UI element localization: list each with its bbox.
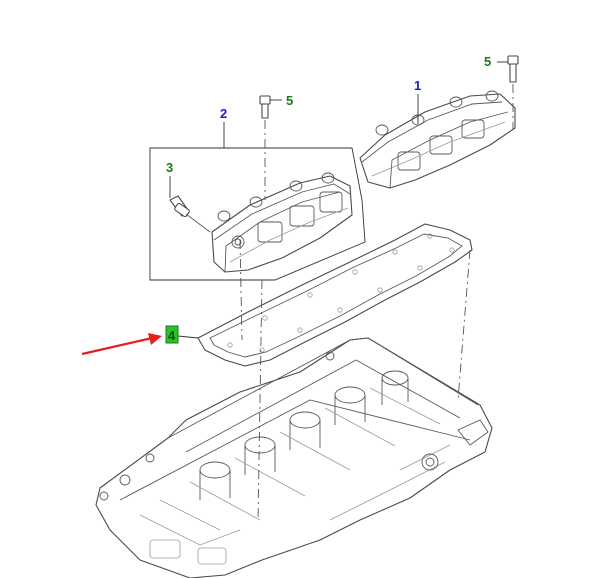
gasket [197, 223, 473, 367]
callout-1: 1 [414, 78, 421, 93]
camshaft-carrier-left-assembly [149, 147, 366, 281]
callout-5-upper-right: 5 [484, 54, 491, 69]
bolt-upper-right [507, 55, 519, 83]
callout-5-upper-left: 5 [286, 93, 293, 108]
cylinder-head [95, 337, 493, 578]
sensor [169, 195, 211, 233]
callout-4-highlight [165, 325, 179, 344]
callout-4: 4 [168, 328, 176, 343]
bolt-upper-left [259, 95, 271, 119]
pointer-arrow [81, 333, 162, 356]
alignment-lines [239, 84, 514, 521]
leader-lines [169, 61, 508, 339]
callout-2: 2 [220, 106, 227, 121]
callout-3: 3 [166, 160, 173, 175]
camshaft-carrier-right [359, 90, 516, 189]
